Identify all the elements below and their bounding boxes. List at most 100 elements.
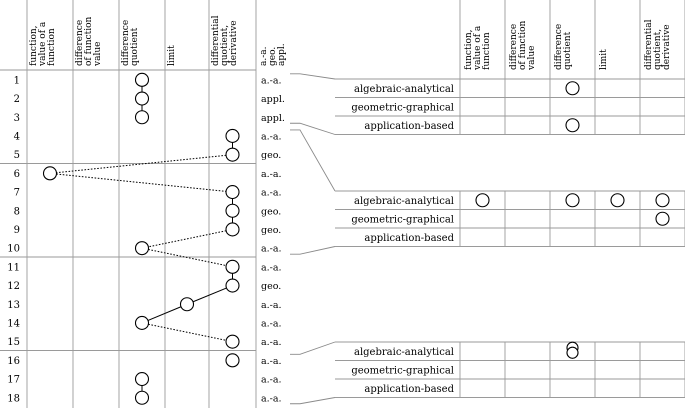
left-column-header-line: function (47, 28, 57, 66)
marker-link (49, 154, 233, 174)
left-marker (134, 390, 150, 405)
row-number: 7 (14, 188, 20, 199)
row-code: geo. (261, 225, 281, 236)
right-column-header-line: difference (554, 24, 564, 70)
representation-label: algebraic-analytical (354, 347, 454, 358)
bracket-connector (290, 397, 336, 405)
left-column-header-line: quotient, (220, 25, 230, 66)
bracket-connector (290, 341, 336, 355)
left-marker (225, 278, 240, 293)
left-column-header-line: difference (121, 20, 131, 66)
left-marker (42, 166, 58, 181)
marker-link (141, 322, 233, 343)
left-marker (134, 315, 150, 331)
right-column-header-line: derivative (662, 24, 672, 70)
row-codes: a.-a.appl.appl.a.-a.geo.a.-a.a.-a.geo.ge… (261, 75, 285, 404)
left-marker (179, 297, 195, 312)
row-number: 5 (14, 150, 20, 161)
row-code: geo. (261, 281, 281, 292)
right-table-bodies: algebraic-analytical geometric-graphical a… (335, 78, 685, 398)
left-marker (225, 222, 240, 237)
bracket-connector (290, 73, 336, 80)
right-table: algebraic-analyticalgeometric-graphicala… (335, 78, 685, 135)
right-column-header-line: quotient (563, 31, 573, 70)
left-marker (134, 371, 150, 387)
right-column-header-line: function, (464, 29, 474, 70)
marker-link (141, 303, 188, 324)
row-number: 2 (14, 94, 20, 105)
right-marker (610, 193, 625, 208)
row-code: a.-a. (261, 393, 282, 404)
bracket-connector (290, 129, 336, 192)
row-code: a.-a. (261, 375, 282, 386)
left-column-header-line: quotient (130, 27, 140, 66)
row-code: appl. (261, 113, 285, 124)
left-table-markers (42, 72, 240, 405)
right-table: algebraic-analyticalgeometric-graphicala… (335, 190, 685, 247)
marker-link (186, 285, 233, 305)
left-column-header-line: differential (211, 15, 221, 66)
left-column-header-line: difference (75, 20, 85, 66)
left-marker (225, 147, 240, 162)
right-column-header-line: difference (509, 24, 519, 70)
right-marker (565, 81, 580, 96)
row-code: a.-a. (261, 318, 282, 329)
left-column-header-line: limit (167, 45, 177, 66)
left-marker (225, 259, 240, 274)
representation-label: geometric-graphical (351, 365, 454, 376)
right-column-header-line: function (482, 32, 492, 70)
bracket-connector (290, 122, 336, 135)
right-marker (565, 118, 580, 133)
representation-label: application-based (364, 233, 454, 244)
row-code: a.-a. (261, 169, 282, 180)
row-number: 4 (14, 131, 20, 142)
code-header-line: appl. (277, 43, 287, 66)
row-number: 12 (7, 281, 20, 292)
right-marker (655, 193, 670, 208)
left-column-header-line: value of a (38, 21, 48, 67)
right-column-header-line: differential (644, 19, 654, 70)
row-number: 11 (7, 262, 20, 273)
right-marker (566, 346, 579, 359)
row-number: 16 (7, 356, 20, 367)
row-code: a.-a. (261, 75, 282, 86)
row-code: a.-a. (261, 337, 282, 348)
representation-label: algebraic-analytical (354, 196, 454, 207)
left-marker (134, 72, 150, 87)
row-number: 13 (7, 300, 20, 311)
row-code: a.-a. (261, 356, 282, 367)
row-number: 9 (14, 225, 20, 236)
right-column-header-line: of function (518, 21, 528, 70)
right-column-header-line: value of a (473, 25, 483, 71)
marker-link (141, 228, 233, 249)
row-number: 10 (7, 244, 20, 255)
representation-label: algebraic-analytical (354, 84, 454, 95)
row-number: 15 (7, 337, 20, 348)
row-code: a.-a. (261, 131, 282, 142)
left-marker (134, 241, 150, 256)
right-marker (475, 193, 490, 208)
marker-link (141, 247, 233, 268)
row-code: a.-a. (261, 244, 282, 255)
code-header-line: a.-a. (259, 46, 269, 66)
left-column-header-line: value (93, 42, 103, 67)
code-column-header: a.-a.geo.appl. (259, 43, 287, 66)
right-marker (565, 193, 580, 208)
row-number: 17 (7, 375, 20, 386)
right-column-header-line: limit (599, 49, 609, 70)
row-number: 6 (14, 169, 20, 180)
row-number: 1 (14, 75, 20, 86)
code-header-line: geo. (268, 47, 278, 66)
left-column-header-line: function, (29, 25, 39, 66)
row-code: a.-a. (261, 262, 282, 273)
left-marker (225, 353, 240, 368)
bracket-connector (290, 246, 336, 255)
left-marker (134, 91, 150, 106)
representation-label: application-based (364, 121, 454, 132)
row-number: 3 (14, 113, 20, 124)
